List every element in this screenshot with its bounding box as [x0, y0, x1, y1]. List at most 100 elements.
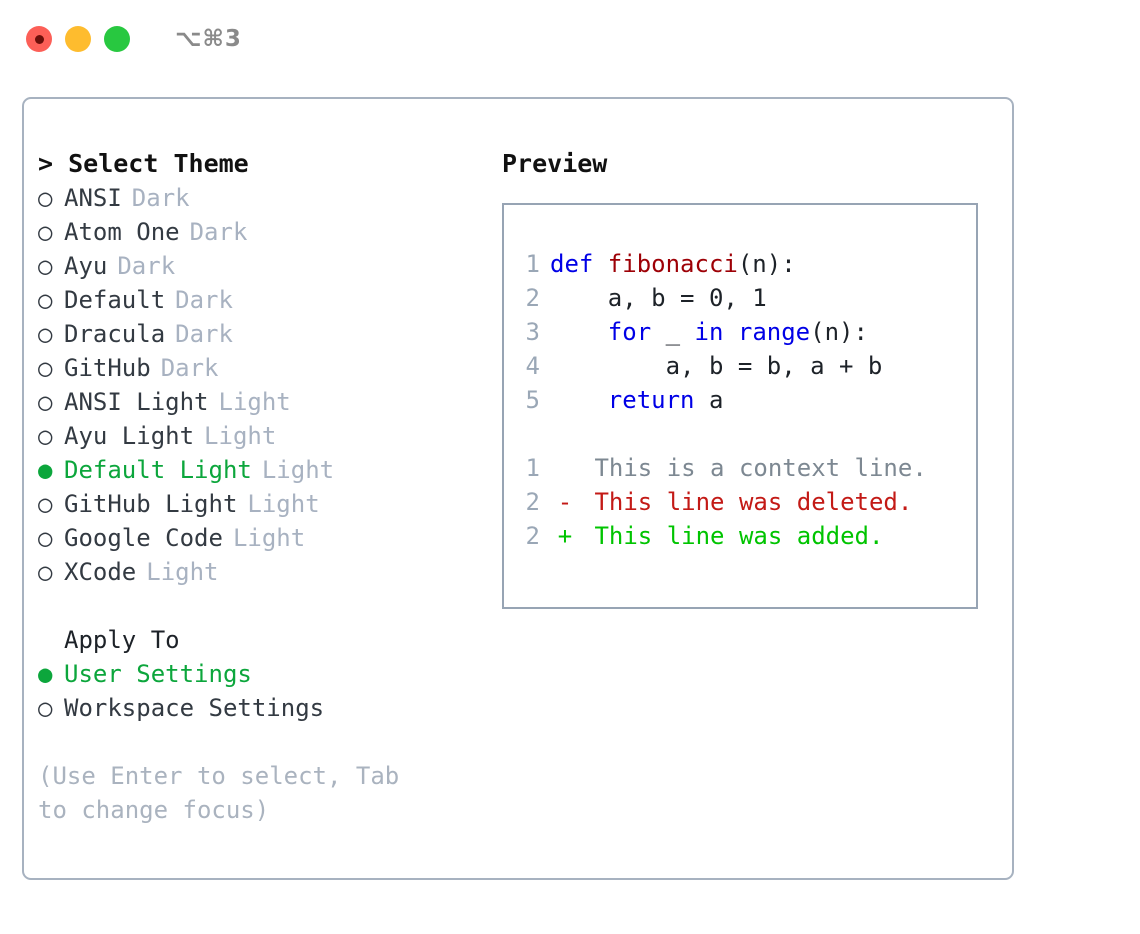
radio-unselected-icon: ○ — [38, 354, 53, 382]
theme-option-label: Dracula — [64, 320, 166, 348]
theme-variant-badge: Light — [261, 456, 335, 484]
theme-option-ayu-light[interactable]: ○ Ayu Light Light — [38, 419, 488, 453]
apply-to-option-label: Workspace Settings — [64, 694, 325, 722]
code-token: fibonacci — [607, 250, 738, 278]
code-line-text: return a — [550, 383, 724, 417]
theme-option-ansi-light[interactable]: ○ ANSI Light Light — [38, 385, 488, 419]
radio-unselected-icon: ○ — [38, 558, 53, 586]
apply-to-option-user-settings[interactable]: ● User Settings — [38, 657, 488, 691]
line-number: 1 — [525, 454, 540, 482]
theme-variant-badge: Light — [146, 558, 219, 586]
theme-option-label: Ayu Light — [64, 422, 195, 450]
maximize-button[interactable] — [104, 26, 130, 52]
diff-sample: 1 This is a context line.2- This line wa… — [504, 451, 976, 553]
traffic-lights — [26, 26, 130, 52]
theme-option-label: Atom One — [64, 218, 180, 246]
code-token: a, b = b, a + b — [550, 352, 883, 380]
apply-to-option-label: User Settings — [64, 660, 252, 688]
theme-option-dracula[interactable]: ○ Dracula Dark — [38, 317, 488, 351]
code-line-text: def fibonacci(n): — [550, 247, 796, 281]
theme-variant-badge: Dark — [189, 218, 248, 246]
diff-line: 1 This is a context line. — [504, 451, 976, 485]
line-number: 2 — [525, 522, 540, 550]
radio-unselected-icon: ○ — [38, 218, 53, 246]
line-number: 3 — [525, 318, 540, 346]
close-button[interactable] — [26, 26, 52, 52]
code-token: _ — [651, 318, 695, 346]
theme-variant-badge: Dark — [175, 286, 233, 314]
diff-marker: - — [557, 488, 573, 516]
code-line-text: a, b = 0, 1 — [550, 281, 767, 315]
theme-variant-badge: Light — [204, 422, 277, 450]
code-token: (n): — [737, 250, 796, 278]
theme-option-xcode[interactable]: ○ XCode Light — [38, 555, 488, 589]
apply-to-option-list[interactable]: ● User Settings ○ Workspace Settings — [38, 657, 488, 725]
apply-to-heading: Apply To — [64, 626, 180, 654]
diff-marker — [550, 451, 580, 485]
theme-variant-badge: Dark — [175, 320, 233, 348]
line-number: 2 — [525, 284, 540, 312]
preview-spacer — [504, 417, 976, 451]
theme-variant-badge: Light — [218, 388, 291, 416]
radio-unselected-icon: ○ — [38, 320, 53, 348]
diff-line-text: This line was added. — [580, 522, 884, 550]
theme-option-label: Default — [64, 286, 166, 314]
window-titlebar: ⌥⌘3 — [0, 0, 1140, 78]
radio-unselected-icon: ○ — [38, 422, 53, 450]
theme-option-google-code[interactable]: ○ Google Code Light — [38, 521, 488, 555]
code-line: 2 a, b = 0, 1 — [504, 281, 976, 315]
theme-option-label: ANSI Light — [64, 388, 209, 416]
radio-selected-icon: ● — [38, 456, 53, 484]
diff-line: 2- This line was deleted. — [504, 485, 976, 519]
radio-unselected-icon: ○ — [38, 524, 53, 552]
code-line: 5 return a — [504, 383, 976, 417]
line-number: 5 — [525, 386, 540, 414]
code-token: (n): — [810, 318, 868, 346]
theme-variant-badge: Light — [232, 524, 306, 552]
theme-variant-badge: Light — [247, 490, 320, 518]
preview-heading: Preview — [502, 149, 608, 178]
apply-to-option-workspace-settings[interactable]: ○ Workspace Settings — [38, 691, 488, 725]
diff-line-text: This line was deleted. — [580, 488, 913, 516]
theme-option-label: GitHub — [64, 354, 151, 382]
code-token: a — [694, 386, 724, 414]
theme-option-atom-one[interactable]: ○ Atom One Dark — [38, 215, 488, 249]
code-line: 4 a, b = b, a + b — [504, 349, 976, 383]
theme-option-label: ANSI — [64, 184, 122, 212]
line-number: 2 — [525, 488, 540, 516]
code-token: return — [607, 386, 695, 414]
code-token: in — [694, 318, 738, 346]
code-token — [550, 386, 608, 414]
code-line: 3 for _ in range(n): — [504, 315, 976, 349]
code-token — [550, 318, 608, 346]
radio-selected-icon: ● — [38, 660, 53, 688]
select-theme-heading: > Select Theme — [38, 149, 249, 178]
theme-variant-badge: Dark — [131, 184, 190, 212]
theme-option-default[interactable]: ○ Default Dark — [38, 283, 488, 317]
radio-unselected-icon: ○ — [38, 388, 53, 416]
theme-option-label: GitHub Light — [64, 490, 238, 518]
minimize-button[interactable] — [65, 26, 91, 52]
theme-option-label: XCode — [64, 558, 137, 586]
diff-marker: + — [557, 522, 573, 550]
theme-option-github-light[interactable]: ○ GitHub Light Light — [38, 487, 488, 521]
line-number: 4 — [525, 352, 540, 380]
radio-unselected-icon: ○ — [38, 694, 53, 722]
theme-option-label: Google Code — [64, 524, 223, 552]
radio-unselected-icon: ○ — [38, 286, 53, 314]
code-line-text: a, b = b, a + b — [550, 349, 883, 383]
radio-unselected-icon: ○ — [38, 490, 53, 518]
code-line-text: for _ in range(n): — [550, 315, 868, 349]
code-token: a, b = 0, 1 — [550, 284, 767, 312]
